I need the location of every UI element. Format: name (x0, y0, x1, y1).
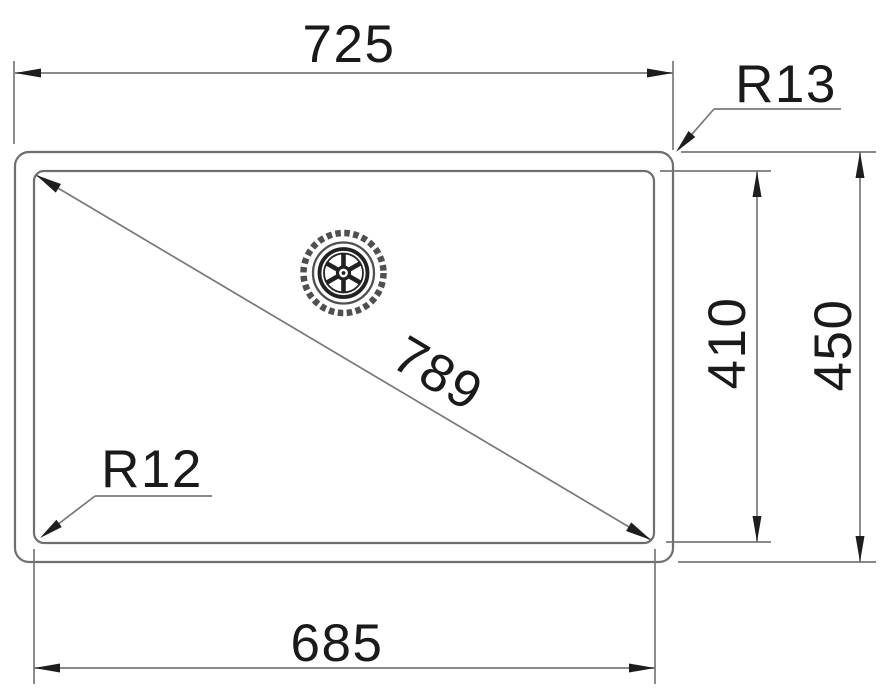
arrowhead-right-icon (629, 663, 655, 673)
arrowhead-upleft-icon (36, 175, 61, 193)
dim-label-overall-height: 450 (804, 299, 863, 392)
dimension-overall-height: 450 (678, 151, 876, 563)
arrowhead-left-icon (34, 663, 60, 673)
arrowhead-left-icon (15, 68, 41, 78)
sink-outline (13, 150, 675, 564)
dim-label-inner-height: 410 (698, 297, 757, 390)
dim-label-overall-width: 725 (303, 15, 396, 74)
sink-outer-rim (13, 150, 675, 564)
drain-strainer-inner-circle (323, 252, 364, 294)
arrowhead-downright-icon (626, 522, 651, 540)
arrowhead-up-icon (752, 171, 762, 197)
callout-outer-corner-radius: R13 (676, 55, 841, 152)
arrowhead-up-icon (855, 152, 865, 178)
arrowhead-right-icon (647, 68, 673, 78)
drain-strainer-icon (300, 229, 387, 317)
dim-label-inner-corner-radius: R12 (101, 440, 203, 499)
sink-bowl-inner-edge (32, 169, 656, 545)
drain-center-dot (341, 271, 346, 275)
dimension-inner-width: 685 (33, 549, 656, 684)
drain-flange-circle (311, 241, 376, 305)
dim-label-outer-corner-radius: R13 (735, 55, 837, 114)
dim-label-diagonal: 789 (383, 325, 493, 423)
leader-arrowhead-icon (676, 131, 696, 152)
callout-inner-corner-radius: R12 (40, 440, 212, 538)
arrowhead-down-icon (855, 536, 865, 562)
dimension-inner-height: 410 (660, 170, 771, 543)
drain-knurled-ring (300, 229, 387, 317)
drain-hub-circle (335, 265, 352, 281)
arrowhead-down-icon (752, 516, 762, 542)
dimension-line (35, 174, 652, 541)
dim-label-inner-width: 685 (291, 614, 384, 673)
dimension-overall-width: 725 (13, 15, 674, 150)
leader-arrowhead-icon (40, 519, 62, 538)
drain-strainer-rim (317, 247, 370, 299)
